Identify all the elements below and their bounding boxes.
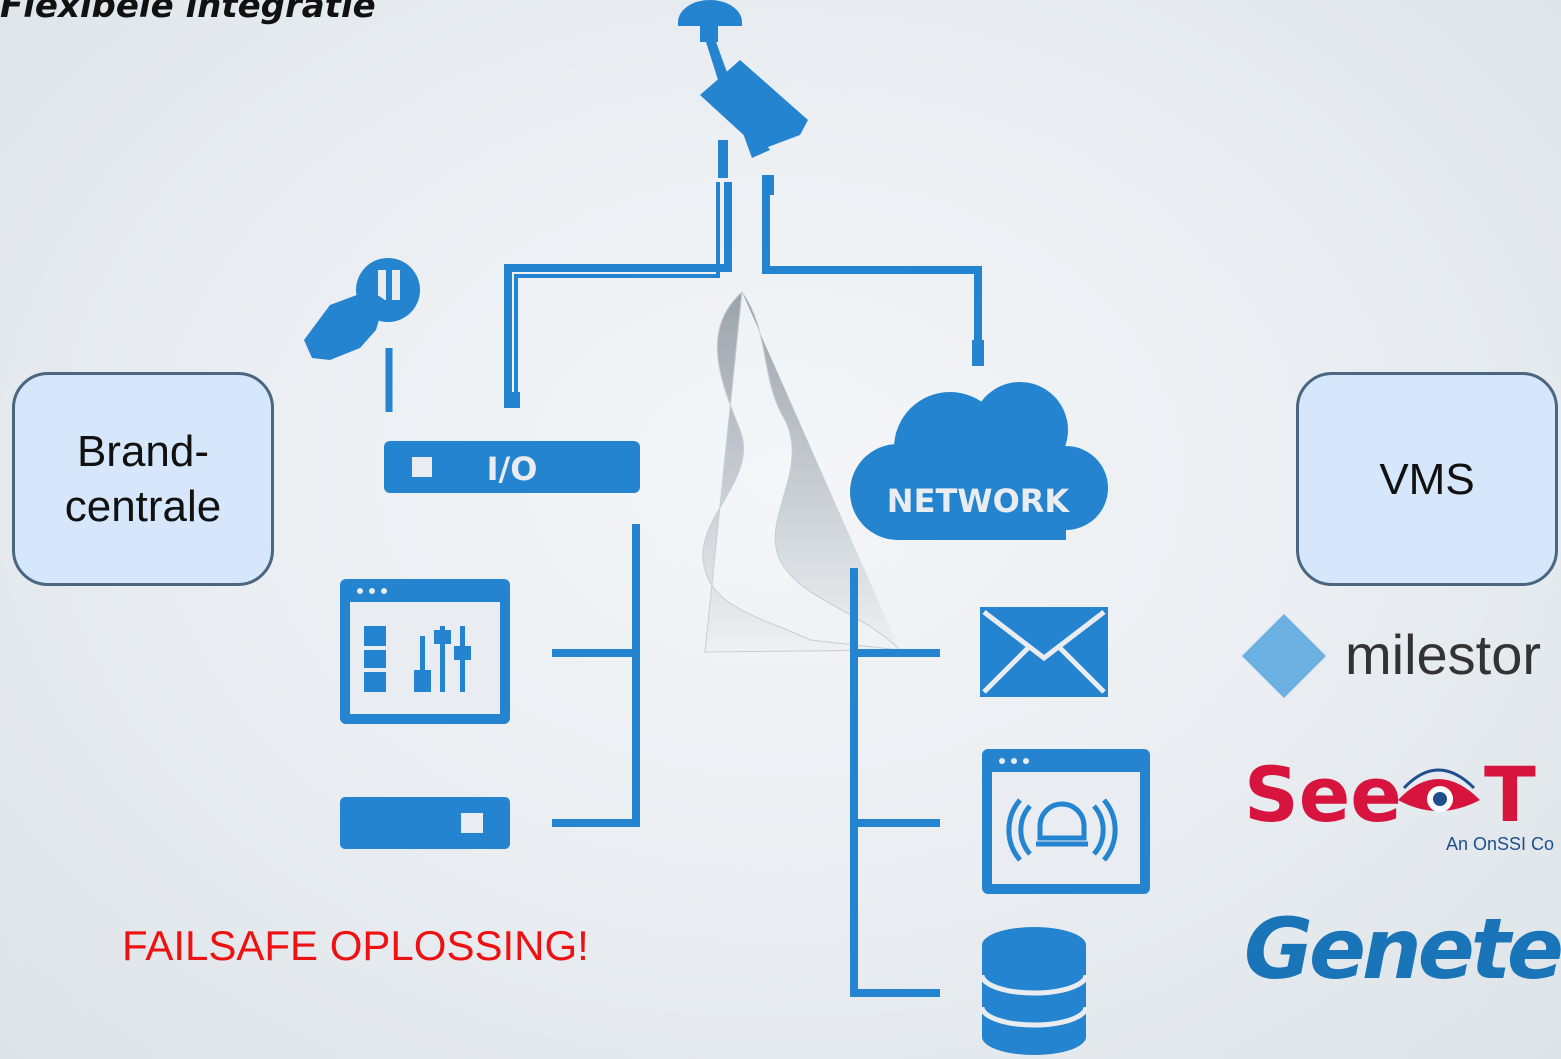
onssi-tagline: An OnSSI Co (1446, 834, 1555, 854)
milestone-logo-icon (1242, 614, 1326, 698)
brandcentrale-box: Brand- centrale (12, 372, 274, 586)
smoke-icon (702, 290, 901, 653)
camera-icon (678, 0, 808, 178)
page-title: Flexibele integratie (0, 0, 376, 26)
io-module-icon (384, 441, 640, 493)
milestone-logo-text: milestor (1345, 623, 1542, 686)
database-icon (979, 927, 1089, 1055)
brandcentrale-line1: Brand- (76, 427, 210, 476)
seetec-logo-t: T (1484, 750, 1536, 839)
vms-label: VMS (1379, 454, 1475, 504)
vms-box: VMS (1296, 372, 1558, 586)
io-plug-icon (504, 392, 520, 408)
network-plug-icon (972, 340, 984, 366)
seetec-logo-text: See (1244, 750, 1402, 839)
network-plug-icon (762, 175, 774, 195)
hand-press-button-icon (304, 258, 420, 360)
cloud-network-icon (850, 382, 1108, 540)
failsafe-text: FAILSAFE OPLOSSING! (122, 922, 589, 969)
connector-lines (385, 182, 982, 997)
device-box-icon (340, 797, 510, 849)
alarm-window-icon (982, 749, 1150, 894)
brandcentrale-line2: centrale (64, 482, 222, 531)
io-label: I/O (487, 450, 538, 488)
control-panel-icon (340, 579, 510, 724)
network-label: NETWORK (887, 482, 1071, 520)
mail-icon (980, 607, 1108, 697)
seetec-eye-icon (1398, 768, 1480, 812)
genetec-logo-text: Genetec (1244, 900, 1561, 998)
